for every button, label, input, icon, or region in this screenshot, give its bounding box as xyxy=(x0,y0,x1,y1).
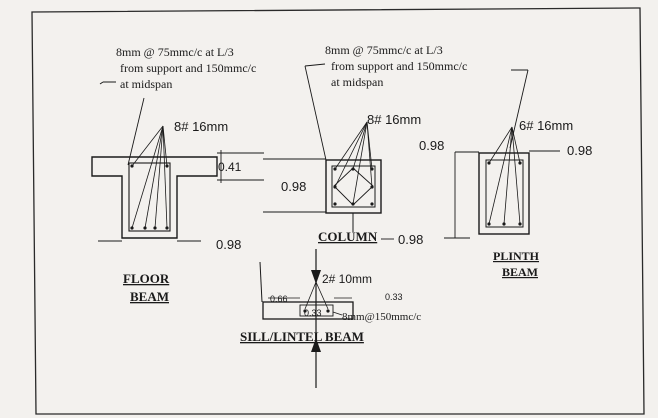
sill-beam-stirrup xyxy=(299,304,334,317)
plinth-beam-outline xyxy=(478,152,530,235)
plinth-beam-right-dim: 0.98 xyxy=(567,143,592,158)
floor-beam-title-2: BEAM xyxy=(130,289,169,304)
sill-top-arrow xyxy=(311,270,321,284)
floor-beam-bars-label: 8# 16mm xyxy=(174,119,228,134)
floor-beam-width-dim: 0.98 xyxy=(216,237,241,252)
sheet-border xyxy=(31,7,645,415)
plinth-beam-title-2: BEAM xyxy=(502,265,538,279)
plinth-beam-section: 6# 16mm 0.98 0.98 PLINTH BEAM xyxy=(419,118,592,279)
floor-beam-section: 8# 16mm 0.41 0.98 FLOOR BEAM xyxy=(91,119,264,304)
plinth-beam-bars-label: 6# 16mm xyxy=(519,118,573,133)
plinth-beam-top-dim: 0.98 xyxy=(419,138,444,153)
column-bars-label: 8# 16mm xyxy=(367,112,421,127)
column-section: 8# 16mm 0.98 0.98 COLUMN xyxy=(263,112,423,247)
sill-lintel-section: 2# 10mm 0.66 0.33 0.33 8mm@150mmc/c SILL… xyxy=(240,249,421,388)
sill-stirrup-label: 8mm@150mmc/c xyxy=(342,311,421,323)
note-right: 8mm @ 75mmc/c at L/3 from support and 15… xyxy=(325,43,467,89)
sill-left-dim: 0.66 xyxy=(270,294,288,304)
sill-bottom-arrow xyxy=(311,338,321,352)
floor-beam-stirrup xyxy=(128,162,171,232)
plinth-beam-title-1: PLINTH xyxy=(493,249,540,263)
note-right-line-1: 8mm @ 75mmc/c at L/3 xyxy=(325,43,443,57)
column-title: COLUMN xyxy=(318,229,378,244)
note-right-line-3: at midspan xyxy=(331,75,383,89)
floor-beam-flange-dim: 0.41 xyxy=(218,160,242,174)
note-left-line-3: at midspan xyxy=(120,77,172,91)
sill-bars-label: 2# 10mm xyxy=(322,272,372,286)
floor-beam-title-1: FLOOR xyxy=(123,271,170,286)
sill-lintel-title: SILL/LINTEL BEAM xyxy=(240,329,364,344)
note-right-leader xyxy=(304,63,326,67)
column-left-dim: 0.98 xyxy=(281,179,306,194)
floor-beam-outline xyxy=(91,156,218,239)
sill-right-dim: 0.33 xyxy=(385,292,403,302)
note-right-line-2: from support and 150mmc/c xyxy=(331,59,467,73)
sill-center-dim: 0.33 xyxy=(304,308,322,318)
note-left-line-2: from support and 150mmc/c xyxy=(120,61,256,75)
note-left: 8mm @ 75mmc/c at L/3 from support and 15… xyxy=(116,45,256,91)
floor-beam-bars xyxy=(130,164,169,230)
note-left-line-1: 8mm @ 75mmc/c at L/3 xyxy=(116,45,234,59)
column-right-dim: 0.98 xyxy=(398,232,423,247)
